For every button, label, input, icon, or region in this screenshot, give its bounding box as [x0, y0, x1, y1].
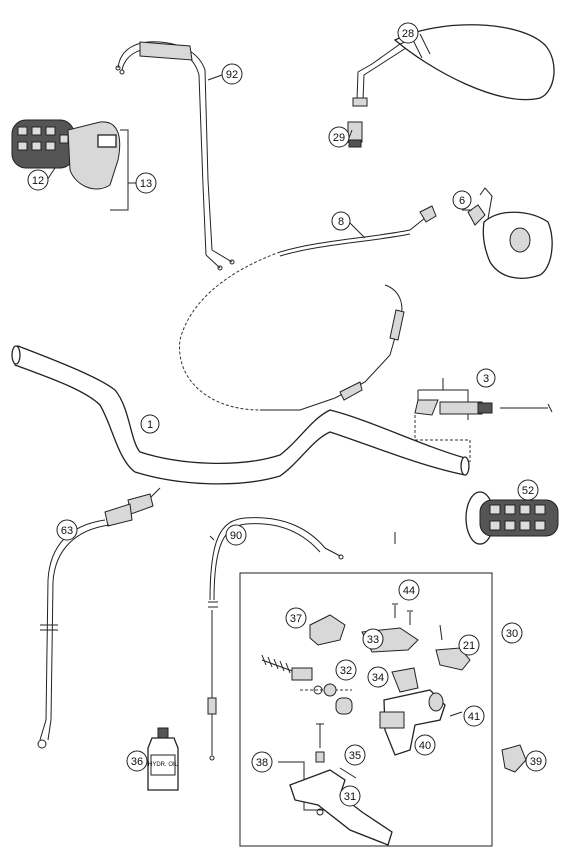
- left-grip: [465, 491, 559, 545]
- handlebar: [11, 345, 470, 485]
- callouts: 1 3 6 8 12 13 21 28 29 30 31 32 33 34 35…: [27, 22, 547, 807]
- svg-text:21: 21: [463, 640, 475, 652]
- callout-92: 92: [221, 63, 243, 85]
- callout-29: 29: [328, 126, 350, 148]
- svg-text:41: 41: [468, 711, 480, 723]
- clamp: [501, 744, 527, 773]
- callout-1: 1: [140, 414, 160, 434]
- bottle-label: HYDR. OIL: [148, 762, 179, 768]
- svg-text:1: 1: [147, 419, 153, 431]
- svg-text:8: 8: [338, 216, 344, 228]
- svg-text:13: 13: [140, 178, 152, 190]
- callout-8: 8: [331, 211, 351, 231]
- master-cylinder-group: [239, 572, 493, 847]
- callout-3: 3: [476, 368, 496, 388]
- svg-text:31: 31: [344, 791, 356, 803]
- callout-90: 90: [225, 524, 247, 546]
- callout-52: 52: [517, 479, 539, 501]
- callout-34: 34: [367, 666, 389, 688]
- mirror: [347, 24, 555, 148]
- callout-13: 13: [135, 172, 157, 194]
- svg-text:6: 6: [459, 195, 465, 207]
- svg-text:29: 29: [333, 132, 345, 144]
- svg-text:35: 35: [349, 750, 361, 762]
- svg-text:12: 12: [32, 175, 44, 187]
- svg-text:39: 39: [530, 756, 542, 768]
- hydraulic-oil-bottle: [147, 727, 179, 791]
- svg-text:30: 30: [506, 628, 518, 640]
- svg-text:38: 38: [256, 757, 268, 769]
- callout-30: 30: [501, 622, 523, 644]
- callout-63: 63: [56, 519, 78, 541]
- callout-44: 44: [398, 579, 420, 601]
- clutch-cable: [207, 517, 344, 761]
- svg-text:28: 28: [402, 28, 414, 40]
- callout-31: 31: [339, 785, 361, 807]
- throttle-grip-assembly: [11, 119, 129, 211]
- callout-12: 12: [27, 169, 49, 191]
- svg-text:90: 90: [230, 530, 242, 542]
- callout-35: 35: [344, 744, 366, 766]
- cable-loop: [179, 205, 437, 411]
- callout-40: 40: [414, 734, 436, 756]
- callout-32: 32: [335, 659, 357, 681]
- svg-text:3: 3: [483, 373, 489, 385]
- svg-text:34: 34: [372, 672, 384, 684]
- svg-text:44: 44: [403, 585, 415, 597]
- callout-28: 28: [397, 22, 419, 44]
- clutch-hose: [37, 487, 161, 749]
- svg-text:36: 36: [131, 756, 143, 768]
- callout-38: 38: [251, 751, 273, 773]
- handlebar-switch: [467, 187, 553, 279]
- throttle-cables: [115, 41, 235, 271]
- callout-36: 36: [126, 750, 148, 772]
- callout-39: 39: [525, 750, 547, 772]
- svg-text:40: 40: [419, 740, 431, 752]
- svg-text:63: 63: [61, 525, 73, 537]
- callout-33: 33: [362, 628, 384, 650]
- callout-21: 21: [458, 634, 480, 656]
- svg-text:37: 37: [290, 613, 302, 625]
- bar-end-kit: [414, 378, 553, 462]
- svg-text:33: 33: [367, 634, 379, 646]
- callout-6: 6: [452, 190, 472, 210]
- svg-text:32: 32: [340, 665, 352, 677]
- callout-41: 41: [463, 705, 485, 727]
- svg-text:92: 92: [226, 69, 238, 81]
- svg-text:52: 52: [522, 485, 534, 497]
- callout-37: 37: [285, 607, 307, 629]
